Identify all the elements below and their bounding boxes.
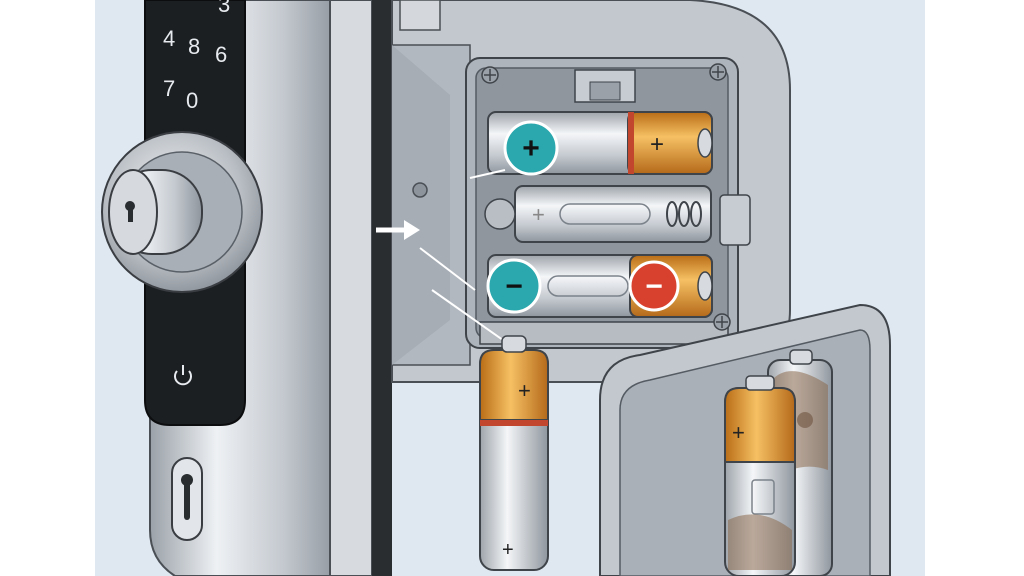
battery-plus-label: + xyxy=(518,378,531,403)
screw-icon xyxy=(481,66,499,84)
guide-lines xyxy=(419,169,511,346)
keypad-digit[interactable]: 4 xyxy=(163,26,175,51)
battery-plus-label: + xyxy=(502,539,514,561)
marker-plus-symbol: + xyxy=(522,132,540,165)
power-icon[interactable] xyxy=(174,365,192,386)
negative-marker-teal: − xyxy=(486,258,542,314)
screw-icon xyxy=(713,313,731,331)
marker-minus-symbol: − xyxy=(505,270,523,303)
new-battery[interactable]: + + xyxy=(479,335,549,571)
keypad-digit[interactable]: 7 xyxy=(163,76,175,101)
screw-icon xyxy=(709,63,727,81)
positive-marker-teal: + xyxy=(503,120,559,176)
negative-marker-red: − xyxy=(628,260,680,312)
key-slot-icon xyxy=(125,201,135,222)
battery-plus-label: + xyxy=(532,202,545,227)
keypad-digit[interactable]: 8 xyxy=(188,34,200,59)
keypad-digit[interactable]: 3 xyxy=(218,0,230,17)
keypad-digit[interactable]: 6 xyxy=(215,42,227,67)
installed-battery-2[interactable]: + xyxy=(484,185,712,243)
arrow-right-icon xyxy=(376,220,420,240)
battery-plus-label: + xyxy=(732,420,745,445)
battery-plus-label: + xyxy=(650,131,664,158)
old-corroded-battery-front: + xyxy=(724,375,796,576)
keypad-digit[interactable]: 0 xyxy=(186,88,198,113)
lower-key-slot xyxy=(171,457,203,541)
marker-minus-symbol: − xyxy=(645,270,663,303)
key-cylinder[interactable] xyxy=(101,131,263,293)
